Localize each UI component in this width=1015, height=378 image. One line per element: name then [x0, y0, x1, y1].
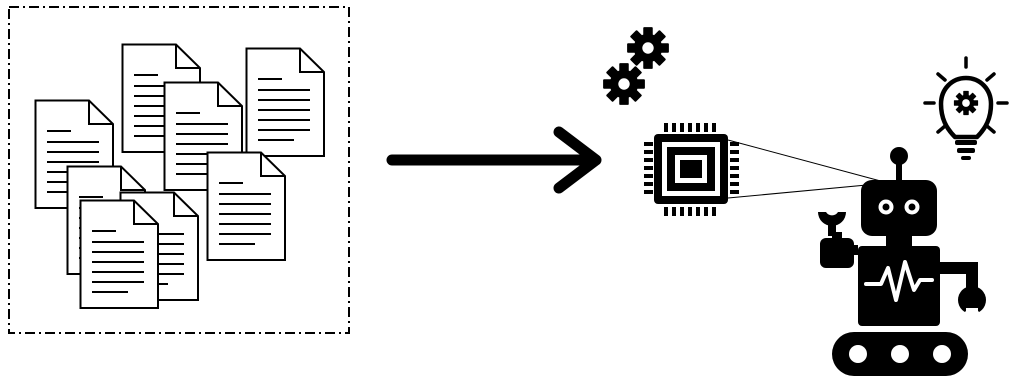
documents-group-border — [8, 6, 350, 334]
documents-stack — [34, 43, 325, 309]
lightbulb-gear-icon — [923, 56, 1009, 160]
cpu-chip-icon — [644, 123, 739, 216]
flow-arrow — [386, 126, 602, 194]
document-icon — [206, 151, 286, 261]
robot-icon — [818, 147, 986, 376]
document-icon — [245, 47, 325, 157]
gears-icon — [603, 27, 669, 105]
connection-lines — [727, 139, 889, 199]
document-icon — [79, 199, 159, 309]
